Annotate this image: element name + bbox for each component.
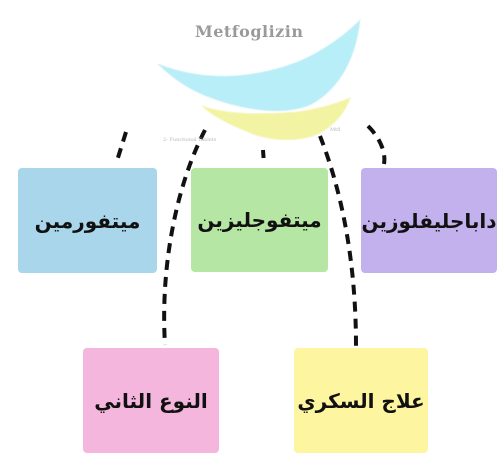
box-diabetes-treatment: علاج السكري [294,348,428,453]
connector-metfoglizin [261,149,266,165]
connector-metformin [114,131,128,165]
yellow-wedge [201,97,351,141]
connector-type2 [162,129,207,346]
box-type2: النوع الثاني [83,348,219,453]
box-type2-label: النوع الثاني [94,388,208,413]
box-metfoglizin-label: ميتفوجليزين [197,208,322,232]
box-metformin: ميتفورمين [18,168,157,273]
box-metfoglizin: ميتفوجليزين [191,168,328,272]
box-diabetes-treatment-label: علاج السكري [297,388,425,413]
connector-dapagliflozin [366,124,387,165]
box-dapagliflozin: داباجليفلوزين [361,168,497,273]
box-dapagliflozin-label: داباجليفلوزين [361,208,497,233]
cyan-wedge [157,18,361,112]
box-metformin-label: ميتفورمين [34,208,141,233]
connector-diabetes [318,135,358,347]
diagram-title: Metfoglizin [195,22,304,41]
tiny-left-label: 2- Functional Tablets [163,137,217,143]
tiny-right-label: Mtfl [330,127,341,133]
